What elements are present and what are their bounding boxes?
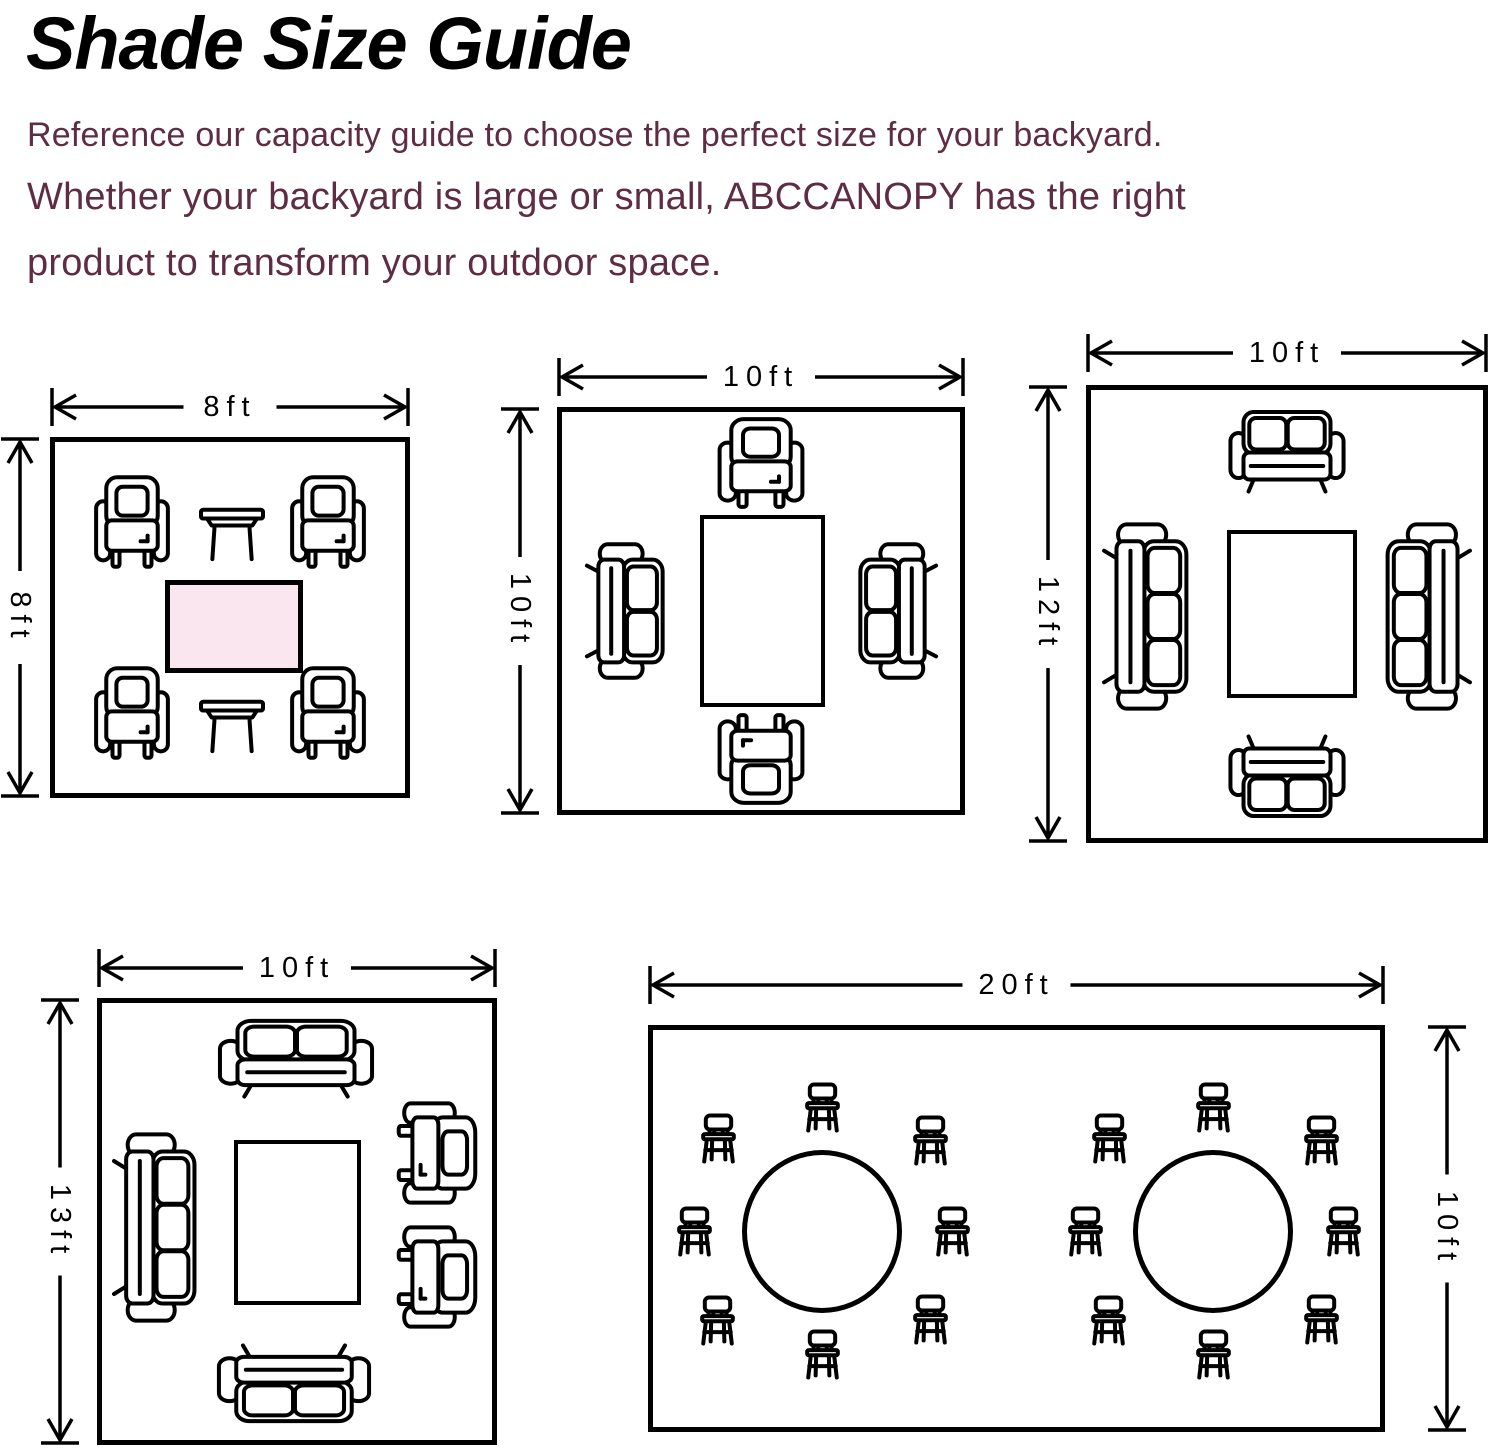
armchair-icon bbox=[716, 416, 806, 510]
table-icon bbox=[699, 515, 825, 707]
chair-icon bbox=[676, 1207, 713, 1256]
armchair-icon bbox=[396, 1223, 478, 1331]
armchair-icon bbox=[396, 1099, 478, 1207]
page-title: Shade Size Guide bbox=[26, 2, 632, 85]
armchair-icon bbox=[289, 665, 367, 761]
width-dimension bbox=[97, 949, 497, 987]
width-dimension-label: 8ft bbox=[203, 390, 257, 423]
chair-icon bbox=[912, 1116, 949, 1165]
chair-icon bbox=[1195, 1330, 1232, 1379]
chair-icon bbox=[1303, 1295, 1340, 1344]
height-dimension bbox=[1428, 1025, 1466, 1432]
chair-icon bbox=[699, 1296, 736, 1345]
chair-icon bbox=[804, 1330, 841, 1379]
height-dimension-label: 12ft bbox=[1032, 575, 1065, 653]
sidetable-icon bbox=[198, 696, 266, 754]
chair-icon bbox=[700, 1114, 737, 1163]
width-dimension-label: 10ft bbox=[258, 951, 336, 984]
armchair-icon bbox=[289, 474, 367, 570]
chair-icon bbox=[1325, 1207, 1362, 1256]
chair-icon bbox=[934, 1207, 971, 1256]
width-dimension-label: 10ft bbox=[1248, 336, 1326, 369]
height-dimension bbox=[1029, 385, 1067, 843]
intro-line-3: product to transform your outdoor space. bbox=[27, 242, 722, 284]
roundtable-icon bbox=[742, 1149, 902, 1313]
armchair-icon bbox=[716, 712, 806, 806]
chair-icon bbox=[1090, 1296, 1127, 1345]
width-dimension bbox=[557, 358, 965, 396]
width-dimension bbox=[50, 388, 410, 426]
chair-icon bbox=[1303, 1116, 1340, 1165]
height-dimension bbox=[41, 998, 79, 1445]
loveseat-icon bbox=[217, 1344, 371, 1424]
loveseat-icon bbox=[585, 543, 665, 680]
intro-line-1: Reference our capacity guide to choose t… bbox=[27, 116, 1163, 154]
chair-icon bbox=[1091, 1114, 1128, 1163]
loveseat-icon bbox=[1229, 409, 1345, 493]
height-dimension-label: 8ft bbox=[4, 590, 37, 645]
sofa3-icon bbox=[1385, 522, 1472, 710]
chair-icon bbox=[912, 1295, 949, 1344]
width-dimension-label: 20ft bbox=[978, 968, 1055, 1001]
sofa3-icon bbox=[113, 1132, 198, 1322]
width-dimension-label: 10ft bbox=[722, 360, 800, 393]
height-dimension-label: 10ft bbox=[1431, 1190, 1464, 1267]
intro-line-2: Whether your backyard is large or small,… bbox=[27, 176, 1186, 218]
armchair-icon bbox=[93, 665, 171, 761]
width-dimension bbox=[1086, 334, 1488, 372]
rug-icon bbox=[165, 579, 303, 673]
sidetable-icon bbox=[198, 504, 266, 562]
loveseat-icon bbox=[857, 543, 937, 680]
armchair-icon bbox=[93, 474, 171, 570]
roundtable-icon bbox=[1133, 1149, 1293, 1313]
height-dimension-label: 10ft bbox=[504, 572, 537, 650]
loveseat-icon bbox=[1229, 735, 1345, 819]
chair-icon bbox=[1195, 1083, 1232, 1132]
chair-icon bbox=[804, 1083, 841, 1132]
table-icon bbox=[233, 1139, 361, 1305]
loveseat-icon bbox=[218, 1018, 374, 1098]
sofa3-icon bbox=[1103, 522, 1190, 710]
height-dimension-label: 13ft bbox=[44, 1183, 77, 1260]
table-icon bbox=[1227, 530, 1357, 698]
height-dimension bbox=[1, 437, 39, 798]
height-dimension bbox=[501, 407, 539, 815]
width-dimension bbox=[648, 966, 1385, 1004]
chair-icon bbox=[1067, 1207, 1104, 1256]
